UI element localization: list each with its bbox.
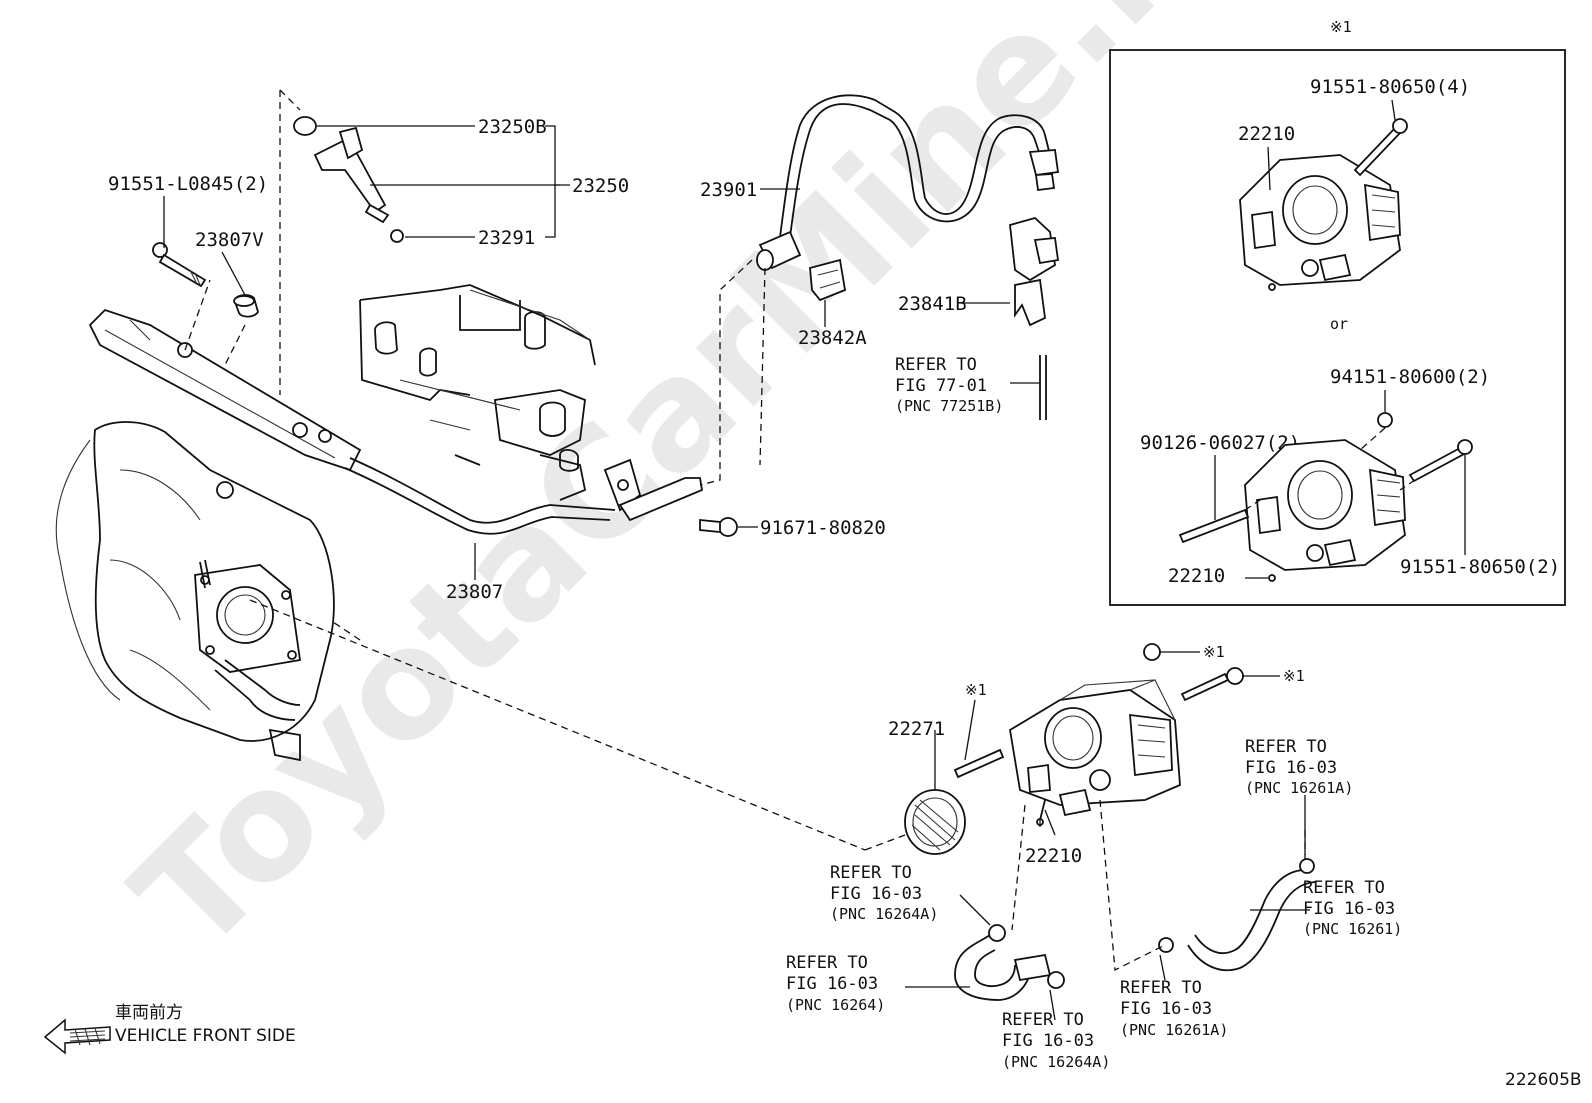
svg-text:FIG 16-03: FIG 16-03 bbox=[1245, 758, 1337, 778]
svg-text:REFER TO: REFER TO bbox=[830, 863, 912, 883]
label-22271: 22271 bbox=[888, 718, 945, 740]
svg-text:FIG 77-01: FIG 77-01 bbox=[895, 376, 987, 396]
refer-16261A-bottom: REFER TO FIG 16-03 (PNC 16261A) bbox=[1120, 978, 1228, 1039]
nut-bolt-marks-drawing bbox=[1143, 643, 1244, 702]
label-23807: 23807 bbox=[446, 581, 503, 603]
refer-16264A-bottom: REFER TO FIG 16-03 (PNC 16264A) bbox=[1002, 1010, 1110, 1071]
svg-text:FIG 16-03: FIG 16-03 bbox=[1002, 1031, 1094, 1051]
label-23250B: 23250B bbox=[478, 116, 547, 138]
collar-23807V-drawing bbox=[233, 294, 259, 318]
svg-text:(PNC 16261A): (PNC 16261A) bbox=[1120, 1021, 1228, 1039]
svg-text:REFER TO: REFER TO bbox=[895, 355, 977, 375]
label-23250: 23250 bbox=[572, 175, 629, 197]
direction-jp-label: 車両前方 bbox=[115, 1003, 183, 1023]
note-mark-bolt: ※1 bbox=[1283, 667, 1305, 685]
inset-label-91551-2: 91551-80650(2) bbox=[1400, 556, 1560, 578]
label-23841B: 23841B bbox=[898, 293, 967, 315]
gasket-22271-drawing bbox=[904, 789, 966, 855]
inset-label-94151: 94151-80600(2) bbox=[1330, 366, 1490, 388]
svg-text:(PNC 16264A): (PNC 16264A) bbox=[1002, 1053, 1110, 1071]
label-23291: 23291 bbox=[478, 227, 535, 249]
note-mark-nut: ※1 bbox=[1203, 643, 1225, 661]
svg-text:REFER TO: REFER TO bbox=[786, 953, 868, 973]
bolt-91671-80820-drawing bbox=[699, 517, 738, 537]
svg-text:FIG 16-03: FIG 16-03 bbox=[1120, 999, 1212, 1019]
leader-lines bbox=[163, 125, 1310, 1021]
inset-label-90126: 90126-06027(2) bbox=[1140, 432, 1300, 454]
svg-text:REFER TO: REFER TO bbox=[1245, 737, 1327, 757]
svg-text:(PNC 16264): (PNC 16264) bbox=[786, 996, 885, 1014]
clip-23842A-drawing bbox=[809, 258, 847, 302]
refer-16261A-top: REFER TO FIG 16-03 (PNC 16261A) bbox=[1245, 737, 1353, 797]
vehicle-front-arrow bbox=[43, 1018, 111, 1055]
inset-label-22210-a: 22210 bbox=[1238, 123, 1295, 145]
label-23842A: 23842A bbox=[798, 327, 867, 349]
svg-text:(PNC 16261): (PNC 16261) bbox=[1303, 920, 1402, 938]
svg-text:(PNC 16264A): (PNC 16264A) bbox=[830, 905, 938, 923]
vsv-23841B-drawing bbox=[1009, 216, 1060, 327]
svg-text:FIG 16-03: FIG 16-03 bbox=[1303, 899, 1395, 919]
direction-en-label: VEHICLE FRONT SIDE bbox=[115, 1026, 296, 1046]
injector-23250-drawing bbox=[293, 116, 404, 243]
hose-16261-drawing bbox=[1158, 858, 1316, 972]
label-23807V: 23807V bbox=[195, 229, 264, 251]
svg-text:REFER TO: REFER TO bbox=[1002, 1010, 1084, 1030]
label-23901: 23901 bbox=[700, 179, 757, 201]
pipe-stub-77251B-drawing bbox=[1039, 355, 1047, 420]
svg-text:(PNC 77251B): (PNC 77251B) bbox=[895, 397, 1003, 415]
throttle-body-22210-main-drawing bbox=[1009, 679, 1181, 826]
intake-manifold-drawing bbox=[55, 421, 335, 762]
stud-bolt-drawing bbox=[953, 748, 1005, 779]
svg-text:(PNC 16261A): (PNC 16261A) bbox=[1245, 779, 1353, 797]
inset-label-91551-4: 91551-80650(4) bbox=[1310, 76, 1470, 98]
svg-text:FIG 16-03: FIG 16-03 bbox=[830, 884, 922, 904]
note-mark-stud: ※1 bbox=[965, 681, 987, 699]
inset-mark: ※1 bbox=[1330, 18, 1352, 36]
inset-or: or bbox=[1330, 315, 1348, 333]
svg-text:REFER TO: REFER TO bbox=[1303, 878, 1385, 898]
refer-16264: REFER TO FIG 16-03 (PNC 16264) bbox=[786, 953, 885, 1014]
inset-variant-box: ※1 91551-80650(4) 22210 or 94151-80600(2… bbox=[1109, 18, 1566, 606]
label-91551-L0845: 91551-L0845(2) bbox=[108, 173, 268, 195]
inset-label-22210-b: 22210 bbox=[1168, 565, 1225, 587]
label-22210-main: 22210 bbox=[1025, 845, 1082, 867]
figure-code: 222605B bbox=[1505, 1070, 1582, 1090]
fuel-rail-23807-drawing bbox=[88, 308, 704, 535]
engine-block-drawing bbox=[359, 284, 596, 501]
svg-text:REFER TO: REFER TO bbox=[1120, 978, 1202, 998]
refer-16261: REFER TO FIG 16-03 (PNC 16261) bbox=[1303, 878, 1402, 938]
label-91671-80820: 91671-80820 bbox=[760, 517, 886, 539]
hose-16264-drawing bbox=[954, 924, 1065, 1001]
refer-77-01: REFER TO FIG 77-01 (PNC 77251B) bbox=[895, 355, 1003, 415]
svg-text:FIG 16-03: FIG 16-03 bbox=[786, 974, 878, 994]
hose-23901-drawing bbox=[756, 94, 1060, 271]
refer-16264A-top: REFER TO FIG 16-03 (PNC 16264A) bbox=[830, 863, 938, 923]
